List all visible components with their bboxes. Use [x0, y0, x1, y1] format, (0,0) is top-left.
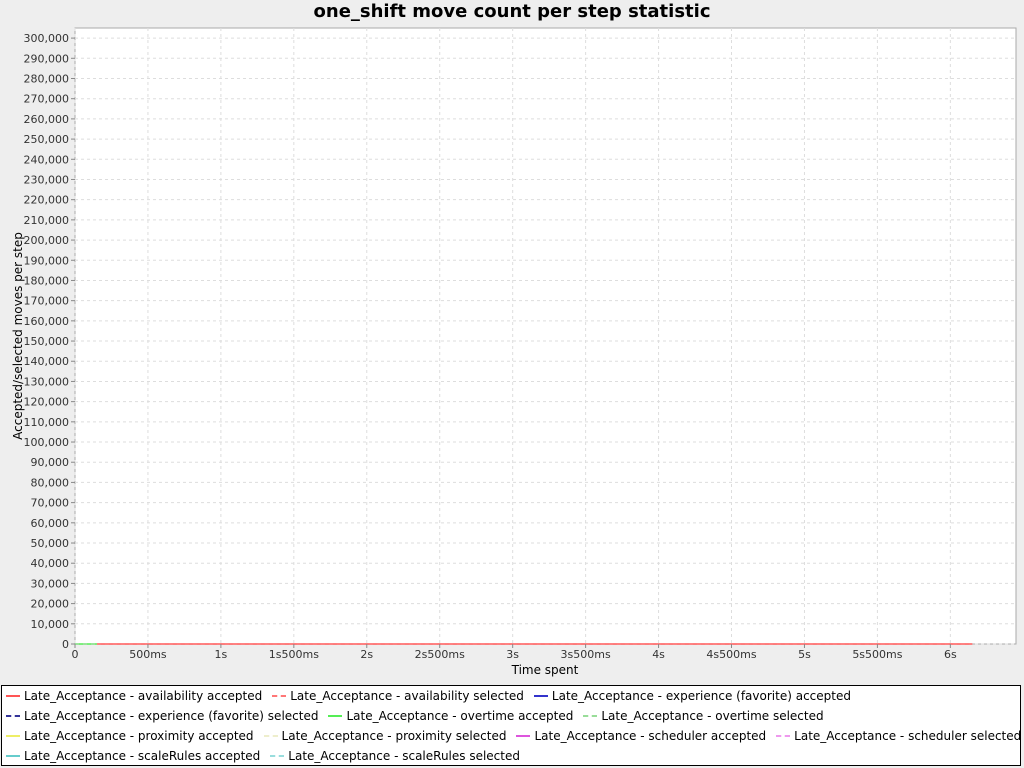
x-tick-label: 4s	[652, 648, 665, 661]
legend-label: Late_Acceptance - experience (favorite) …	[24, 709, 319, 723]
y-tick-label: 270,000	[24, 93, 70, 106]
legend-label: Late_Acceptance - availability accepted	[24, 689, 263, 703]
y-tick-label: 30,000	[31, 577, 70, 590]
legend-swatch	[6, 715, 20, 717]
y-tick-label: 260,000	[24, 113, 70, 126]
x-tick-label: 6s	[944, 648, 957, 661]
y-tick-label: 120,000	[24, 396, 70, 409]
legend-swatch	[583, 715, 598, 717]
plot-area	[74, 27, 1017, 645]
y-tick-label: 20,000	[31, 598, 70, 611]
x-tick-label: 500ms	[129, 648, 167, 661]
y-tick-label: 140,000	[24, 355, 70, 368]
x-tick-label: 1s500ms	[269, 648, 319, 661]
chart-title: one_shift move count per step statistic	[313, 1, 711, 22]
x-tick-label: 3s	[506, 648, 519, 661]
x-tick-label: 2s500ms	[415, 648, 465, 661]
y-tick-label: 10,000	[31, 618, 70, 631]
legend-swatch	[6, 755, 20, 757]
y-tick-label: 290,000	[24, 52, 70, 65]
x-tick-label: 4s500ms	[706, 648, 756, 661]
x-axis-label: Time spent	[511, 663, 579, 677]
x-tick-label: 1s	[215, 648, 228, 661]
y-tick-label: 50,000	[31, 537, 70, 550]
legend-item: Late_Acceptance - scaleRules accepted	[2, 749, 260, 763]
y-tick-label: 250,000	[24, 133, 70, 146]
legend-label: Late_Acceptance - scheduler accepted	[534, 729, 767, 743]
legend-item: Late_Acceptance - proximity selected	[260, 729, 507, 743]
y-axis-label: Accepted/selected moves per step	[11, 232, 25, 440]
y-tick-label: 180,000	[24, 274, 70, 287]
y-tick-label: 220,000	[24, 194, 70, 207]
axes: 0 10,000 20,000 30,000 40,000 50,000 60,000 70,…	[24, 32, 957, 661]
legend-item: Late_Acceptance - overtime accepted	[324, 709, 573, 723]
legend-item: Late_Acceptance - proximity accepted	[2, 729, 254, 743]
y-tick-label: 210,000	[24, 214, 70, 227]
legend-row: Late_Acceptance - availability accepted L…	[2, 686, 857, 706]
legend-swatch	[533, 695, 548, 697]
legend-row: Late_Acceptance - proximity accepted Late…	[2, 726, 1024, 746]
legend-swatch	[6, 735, 20, 737]
x-tick-label: 5s	[798, 648, 811, 661]
y-tick-label: 170,000	[24, 295, 70, 308]
y-tick-label: 70,000	[31, 497, 70, 510]
y-tick-label: 230,000	[24, 173, 70, 186]
legend-item: Late_Acceptance - scaleRules selected	[266, 749, 520, 763]
legend-item: Late_Acceptance - availability accepted	[2, 689, 262, 703]
legend-swatch	[516, 735, 531, 737]
legend-label: Late_Acceptance - proximity accepted	[24, 729, 254, 743]
legend-row: Late_Acceptance - scaleRules accepted Lat…	[2, 746, 526, 766]
legend-label: Late_Acceptance - availability selected	[290, 689, 524, 703]
legend-item: Late_Acceptance - overtime selected	[579, 709, 824, 723]
legend-item: Late_Acceptance - experience (favorite) …	[2, 709, 318, 723]
y-tick-label: 190,000	[24, 254, 70, 267]
legend-label: Late_Acceptance - scaleRules selected	[288, 749, 520, 763]
y-tick-label: 280,000	[24, 72, 70, 85]
legend-item: Late_Acceptance - scheduler selected	[772, 729, 1021, 743]
y-tick-label: 300,000	[24, 32, 70, 45]
legend-swatch	[270, 755, 285, 757]
legend-swatch	[776, 735, 791, 737]
grid-lines	[74, 28, 1016, 645]
y-tick-label: 90,000	[31, 456, 70, 469]
chart-canvas: 0 10,000 20,000 30,000 40,000 50,000 60,000 70,…	[11, 27, 1017, 677]
legend-label: Late_Acceptance - overtime selected	[601, 709, 824, 723]
y-tick-label: 240,000	[24, 153, 70, 166]
y-tick-label: 150,000	[24, 335, 70, 348]
legend-row: Late_Acceptance - experience (favorite) …	[2, 706, 830, 726]
legend-item: Late_Acceptance - experience (favorite) …	[530, 689, 851, 703]
y-tick-label: 40,000	[31, 557, 70, 570]
x-tick-label: 0	[72, 648, 79, 661]
y-tick-label: 60,000	[31, 517, 70, 530]
y-tick-label: 0	[62, 638, 69, 651]
x-tick-label: 3s500ms	[561, 648, 611, 661]
legend-label: Late_Acceptance - experience (favorite) …	[551, 689, 851, 703]
y-tick-label: 100,000	[24, 436, 70, 449]
legend-label: Late_Acceptance - scheduler selected	[794, 729, 1022, 743]
legend-swatch	[263, 735, 278, 737]
legend-swatch	[6, 695, 20, 697]
y-tick-label: 110,000	[24, 416, 70, 429]
x-tick-label: 2s	[360, 648, 373, 661]
legend-label: Late_Acceptance - scaleRules accepted	[24, 749, 261, 763]
legend-label: Late_Acceptance - proximity selected	[281, 729, 507, 743]
y-tick-label: 200,000	[24, 234, 70, 247]
legend-swatch	[328, 715, 343, 717]
x-tick-label: 5s500ms	[852, 648, 902, 661]
legend-label: Late_Acceptance - overtime accepted	[346, 709, 574, 723]
legend-item: Late_Acceptance - availability selected	[268, 689, 524, 703]
legend-item: Late_Acceptance - scheduler accepted	[512, 729, 766, 743]
legend-swatch	[272, 695, 287, 697]
y-tick-label: 130,000	[24, 375, 70, 388]
y-tick-label: 80,000	[31, 476, 70, 489]
y-tick-label: 160,000	[24, 315, 70, 328]
